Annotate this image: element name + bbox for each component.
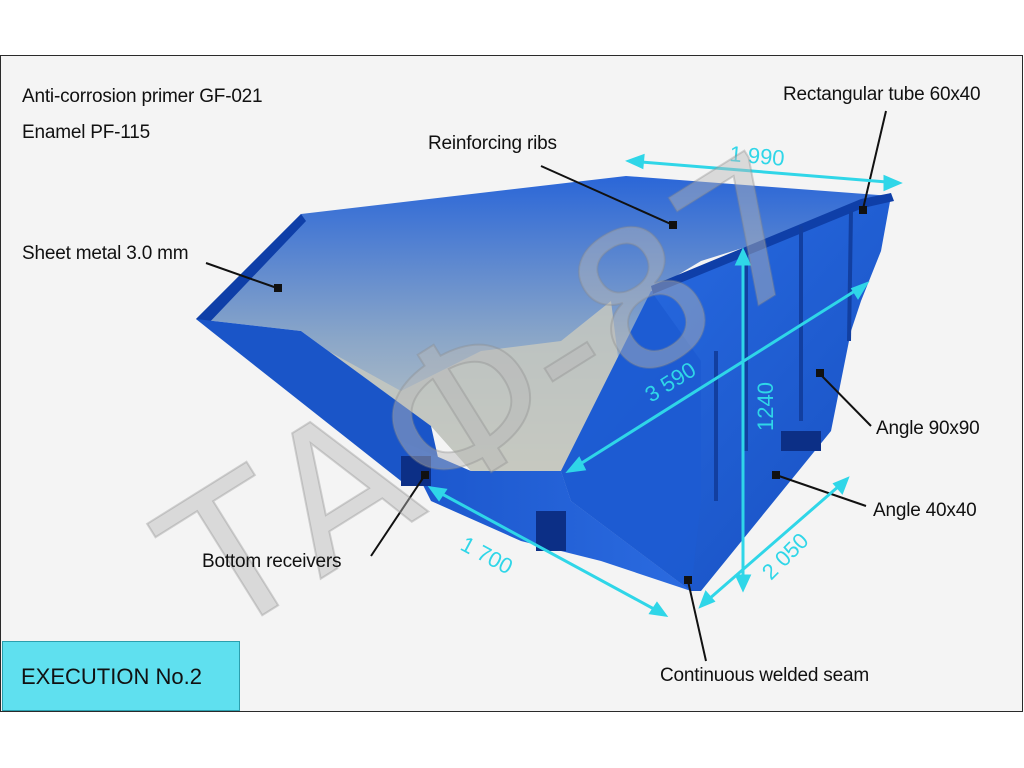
label-ribs: Reinforcing ribs xyxy=(428,133,557,154)
label-seam: Continuous welded seam xyxy=(660,665,869,686)
dim-line-1700 xyxy=(430,486,666,617)
inner-back-wall xyxy=(196,176,891,471)
label-rect-tube: Rectangular tube 60x40 xyxy=(783,84,981,105)
dim-line-1990 xyxy=(628,159,900,185)
dim-line-3590 xyxy=(568,282,867,473)
leader-ribs xyxy=(540,165,674,226)
leader-receivers xyxy=(370,474,426,557)
label-primer: Anti-corrosion primer GF-021 xyxy=(22,86,263,107)
dimension-lines xyxy=(427,153,903,617)
dim-line-2050 xyxy=(700,477,848,608)
label-angle40: Angle 40x40 xyxy=(873,500,977,521)
top-rim-tube xyxy=(651,193,894,294)
label-angle90: Angle 90x90 xyxy=(876,418,980,439)
dim-1990: 1 990 xyxy=(729,141,786,171)
dim-2050: 2 050 xyxy=(757,528,814,585)
leader-rect-tube xyxy=(862,110,887,210)
container-illustration: 1 990 3 590 1240 1 700 2 050 ТАФ-87 xyxy=(126,109,903,681)
label-sheet: Sheet metal 3.0 mm xyxy=(22,243,189,264)
label-enamel: Enamel PF-115 xyxy=(22,122,150,143)
leader-sheet xyxy=(205,262,278,289)
label-receivers: Bottom receivers xyxy=(202,551,342,572)
right-lower-panel xyxy=(561,291,701,591)
leader-lines xyxy=(205,110,887,662)
container-body xyxy=(196,176,894,591)
left-lower-wall xyxy=(196,319,441,481)
leader-seam xyxy=(687,580,707,662)
leader-angle90 xyxy=(818,372,872,427)
bottom-receivers xyxy=(401,431,821,551)
dim-1240: 1240 xyxy=(753,382,778,431)
leader-angle40 xyxy=(775,474,867,507)
diagram-frame: 1 990 3 590 1240 1 700 2 050 ТАФ-87 xyxy=(0,55,1023,712)
inner-floor xyxy=(301,301,621,471)
execution-badge: EXECUTION No.2 xyxy=(2,641,240,711)
side-ribs xyxy=(714,210,853,501)
execution-badge-text: EXECUTION No.2 xyxy=(21,664,202,689)
left-wall-lip xyxy=(196,214,306,326)
